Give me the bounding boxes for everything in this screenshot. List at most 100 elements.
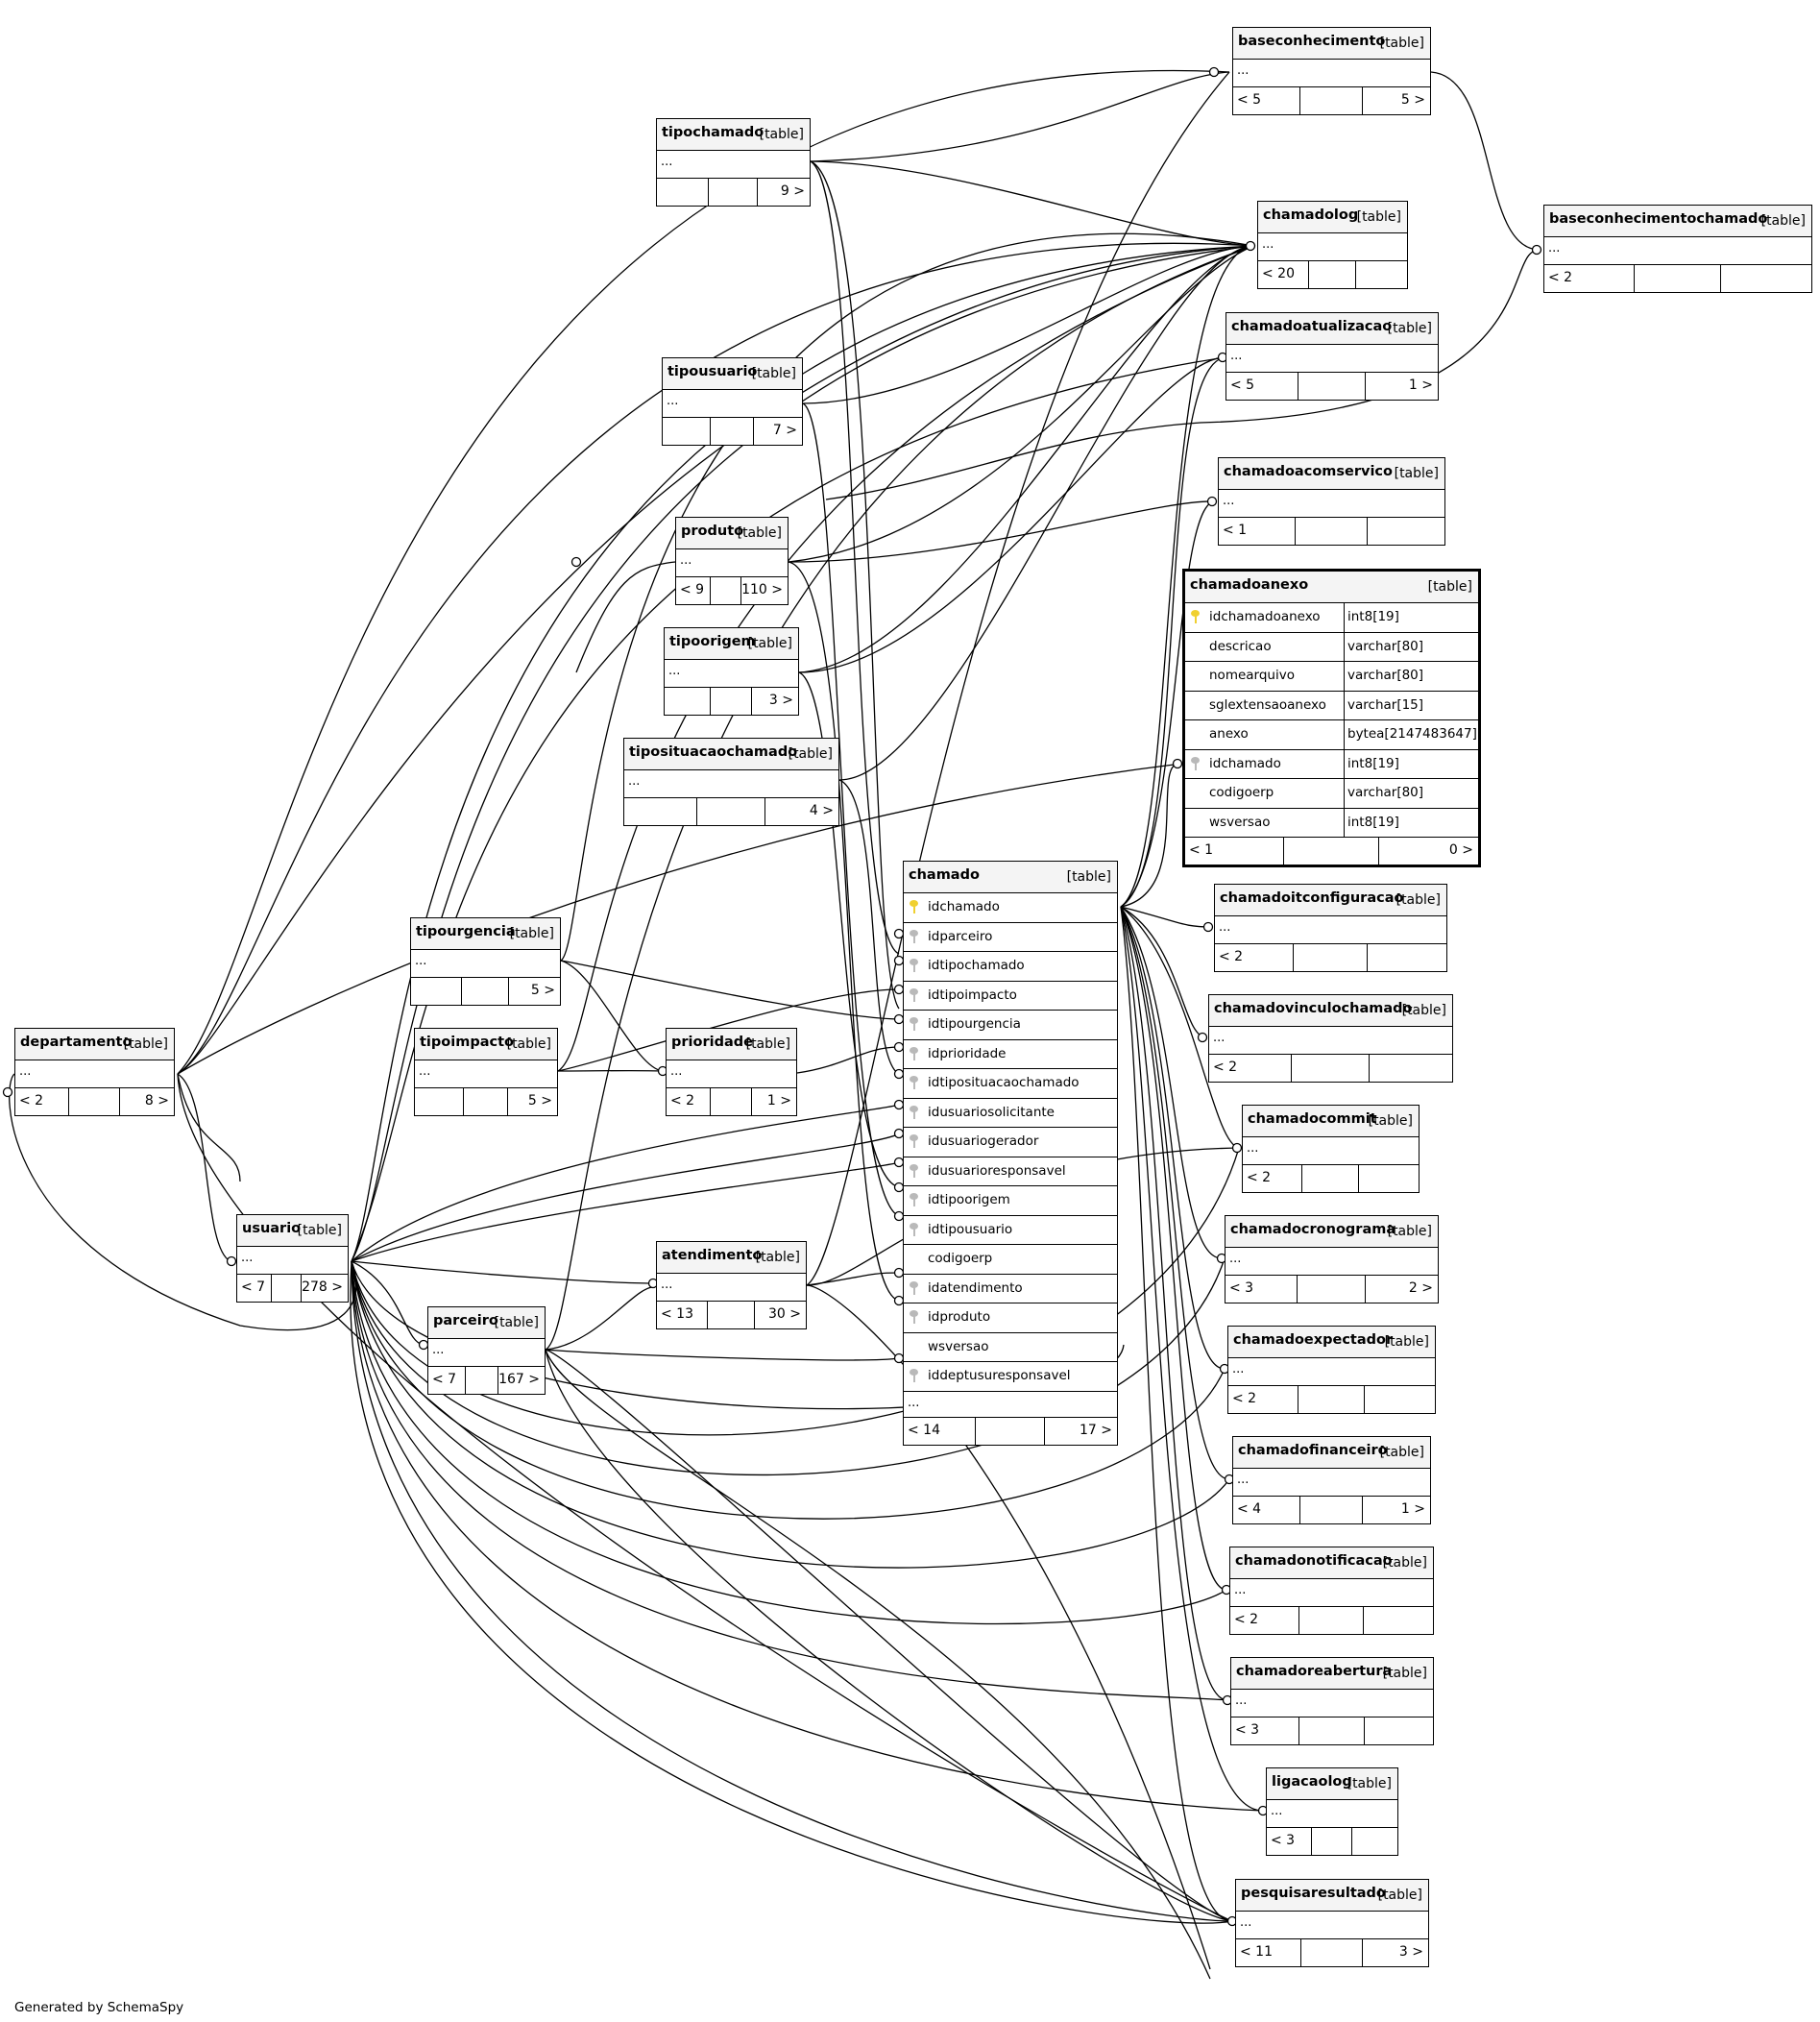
table-tipochamado[interactable]: tipochamado[table] ... 9 > (656, 118, 811, 207)
column-name-text: idtipoorigem (928, 1192, 1010, 1207)
columns-ellipsis: ... (1232, 1362, 1245, 1376)
column-row[interactable]: idatendimento (904, 1275, 1117, 1303)
column-row[interactable]: idparceiro (904, 923, 1117, 952)
relationship-line (802, 402, 900, 1217)
column-row[interactable]: idtipousuario (904, 1216, 1117, 1245)
table-kind: [table] (745, 1036, 790, 1052)
table-tipousuario[interactable]: tipousuario[table] ... 7 > (662, 357, 803, 446)
table-footer: < 3 (1231, 1717, 1433, 1744)
table-chamadoreabertura[interactable]: chamadoreabertura[table] ... < 3 (1230, 1657, 1434, 1745)
column-row[interactable]: idproduto (904, 1303, 1117, 1333)
columns-ellipsis: ... (1223, 494, 1235, 508)
parents-count: < 3 (1235, 1722, 1260, 1738)
table-chamadonotificacao[interactable]: chamadonotificacao[table] ... < 2 (1229, 1547, 1434, 1635)
table-chamadocommit[interactable]: chamadocommit[table] ... < 2 (1242, 1105, 1420, 1193)
optional-end-marker (1197, 1032, 1208, 1043)
columns-ellipsis: ... (670, 1064, 683, 1079)
relationship-line (351, 1260, 1227, 1625)
table-footer: 7 > (663, 418, 802, 445)
column-row[interactable]: idchamado (904, 893, 1117, 923)
relationship-line (545, 1286, 654, 1351)
columns-ellipsis: ... (432, 1343, 445, 1357)
table-tipoorigem[interactable]: tipoorigem[table] ... 3 > (664, 627, 799, 716)
column-row[interactable]: idtipoorigem (904, 1186, 1117, 1216)
table-name: baseconhecimentochamado (1549, 211, 1768, 227)
table-chamadoacomservico[interactable]: chamadoacomservico[table] ... < 1 (1218, 457, 1445, 546)
table-chamadoexpectador[interactable]: chamadoexpectador[table] ... < 2 (1227, 1326, 1436, 1414)
table-name: chamadoanexo (1190, 577, 1309, 593)
rows-count (1298, 87, 1363, 114)
foreign-key-icon (1191, 756, 1200, 770)
relationship-line (810, 71, 1230, 162)
rows-count (1308, 261, 1355, 288)
table-name: ligacaolog (1272, 1774, 1352, 1790)
column-row[interactable]: idusuarioresponsavel (904, 1157, 1117, 1186)
optional-end-marker (226, 1255, 237, 1267)
parents-count: < 2 (1213, 1060, 1238, 1075)
column-row[interactable]: iddeptusuresponsavel (904, 1362, 1117, 1392)
columns-ellipsis: ... (1229, 1252, 1242, 1266)
children-count: 3 > (1362, 1939, 1428, 1966)
table-ligacaolog[interactable]: ligacaolog[table] ... < 3 (1266, 1767, 1398, 1856)
column-row[interactable]: idprioridade (904, 1040, 1117, 1069)
column-row[interactable]: idusuariosolicitante (904, 1099, 1117, 1128)
column-name-text: idtipoimpacto (928, 987, 1017, 1003)
column-name: idusuarioresponsavel (904, 1157, 1117, 1186)
columns-ellipsis: ... (1237, 1473, 1250, 1487)
table-kind: [table] (1384, 1334, 1429, 1350)
column-row[interactable]: codigoerp (904, 1245, 1117, 1275)
relationship-line (177, 69, 1230, 1075)
table-tiposituacaochamado[interactable]: tiposituacaochamado[table] ... 4 > (623, 738, 839, 826)
table-name: chamadovinculochamado (1214, 1001, 1413, 1016)
column-name: idprioridade (904, 1040, 1117, 1069)
column-name-text: anexo (1209, 726, 1249, 742)
column-row[interactable]: idtiposituacaochamado (904, 1069, 1117, 1099)
table-tipourgencia[interactable]: tipourgencia[table] ... 5 > (410, 917, 561, 1006)
table-chamadovinculochamado[interactable]: chamadovinculochamado[table] ... < 2 (1208, 994, 1453, 1083)
table-name: tipourgencia (416, 924, 516, 939)
column-row[interactable]: wsversao (904, 1333, 1117, 1362)
column-row[interactable]: idtipourgencia (904, 1011, 1117, 1040)
column-name-text: idatendimento (928, 1279, 1023, 1296)
relationship-line (810, 160, 1254, 247)
table-baseconhecimentochamado[interactable]: baseconhecimentochamado[table] ... < 2 (1543, 205, 1812, 293)
table-chamadolog[interactable]: chamadolog[table] ... < 20 (1257, 201, 1408, 289)
column-row[interactable]: idtipoimpacto (904, 982, 1117, 1011)
rows-count (1292, 944, 1368, 971)
column-row[interactable]: idtipochamado (904, 952, 1117, 982)
column-row[interactable]: idusuariogerador (904, 1128, 1117, 1157)
column-name: idatendimento (904, 1275, 1117, 1303)
children-count (1363, 1607, 1433, 1634)
rows-count (1298, 1386, 1364, 1413)
table-kind: [table] (1382, 1555, 1427, 1571)
table-name: tiposituacaochamado (629, 744, 798, 760)
table-chamadoitconfiguracao[interactable]: chamadoitconfiguracao[table] ... < 2 (1214, 884, 1447, 972)
column-name: nomearquivo (1185, 662, 1344, 691)
table-tipoimpacto[interactable]: tipoimpacto[table] ... 5 > (414, 1028, 558, 1116)
relationship-line (838, 779, 900, 1075)
